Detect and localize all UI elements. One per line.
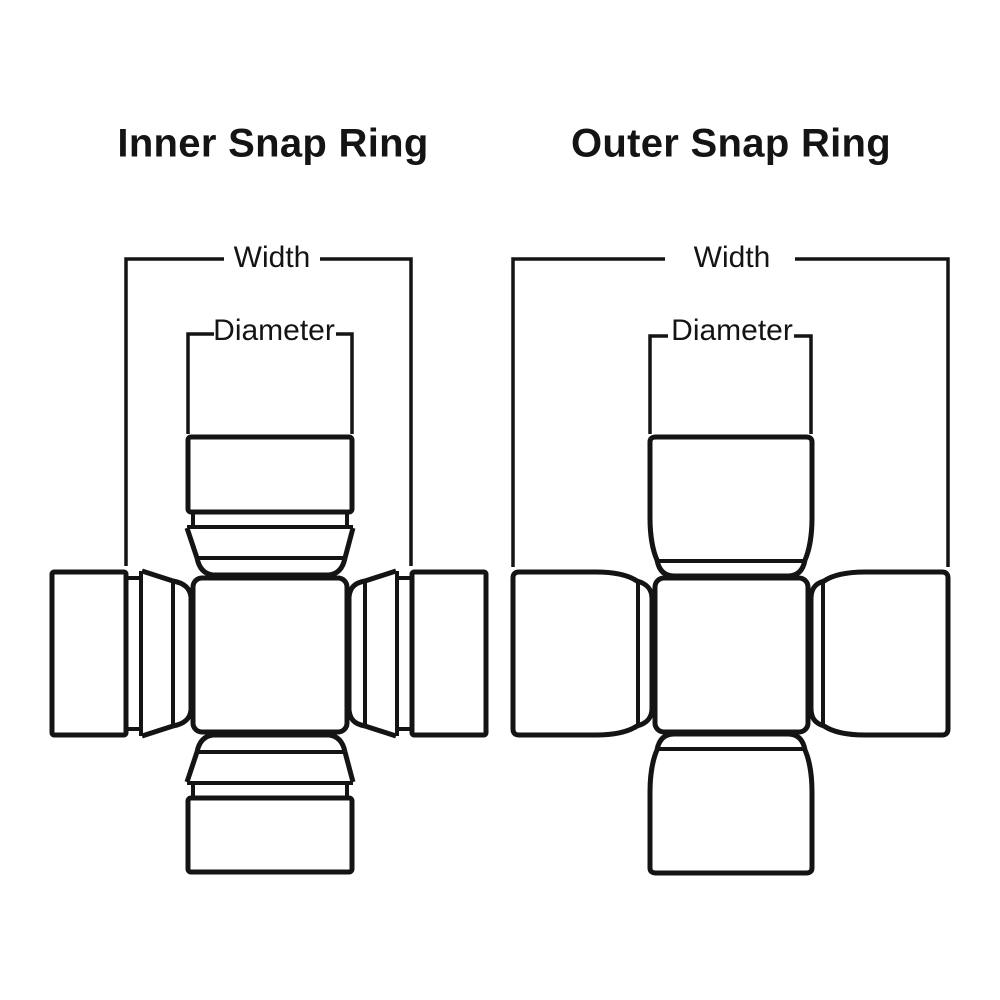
inner-width-bracket-right: [320, 257, 413, 566]
inner-bearing-cap-bottom: [184, 732, 356, 875]
snap-ring-groove: [191, 783, 349, 798]
outer-width-bracket: [511, 257, 950, 567]
outer-diameter-bracket: [648, 334, 813, 434]
cap-taper-sides: [184, 751, 356, 783]
outer-bearing-cap-left: [510, 569, 655, 738]
inner-snap-ring-title: Inner Snap Ring: [117, 121, 429, 166]
inner-diameter-bracket-right: [336, 332, 354, 434]
outer-snap-ring-figure: [510, 257, 951, 876]
inner-diameter-bracket: [186, 332, 354, 434]
snap-ring-groove: [397, 576, 412, 731]
inner-snap-ring-figure: [49, 257, 489, 875]
cap-outline: [647, 731, 815, 876]
outer-bearing-cap-right: [808, 569, 951, 738]
cap-body: [49, 569, 129, 738]
outer-bearing-cap-top: [647, 434, 815, 579]
cap-body: [409, 569, 489, 738]
inner-width-bracket-left: [124, 257, 224, 566]
outer-width-bracket-right: [795, 257, 950, 567]
cap-seal-nose: [346, 578, 366, 729]
inner-diameter-label: Diameter: [213, 314, 335, 347]
snap-ring-groove: [191, 512, 349, 527]
outer-bearing-cap-bottom: [647, 731, 815, 876]
inner-bearing-cap-top: [184, 434, 356, 578]
cap-taper-sides: [141, 568, 174, 739]
cap-seal-nose: [194, 557, 348, 578]
cap-seal-nose: [172, 578, 194, 729]
inner-width-bracket: [124, 257, 413, 566]
cap-body: [185, 434, 355, 515]
snap-ring-groove: [126, 576, 141, 731]
outer-diameter-bracket-right: [794, 334, 813, 434]
outer-snap-ring-title: Outer Snap Ring: [570, 121, 892, 166]
inner-diameter-bracket-left: [186, 332, 214, 434]
inner-bearing-cap-right: [346, 568, 489, 739]
outer-diameter-bracket-left: [648, 334, 668, 434]
cap-body: [185, 795, 355, 875]
outer-cross-body: [652, 575, 811, 735]
inner-width-label: Width: [233, 241, 311, 274]
cap-outline: [808, 569, 951, 738]
cap-taper-sides: [184, 527, 356, 559]
cap-outline: [647, 434, 815, 579]
outer-width-label: Width: [693, 241, 771, 274]
outer-diameter-label: Diameter: [671, 314, 793, 347]
inner-bearing-cap-left: [49, 568, 194, 739]
outer-width-bracket-left: [511, 257, 665, 567]
cap-outline: [510, 569, 655, 738]
cap-taper-sides: [364, 568, 397, 739]
cap-seal-nose: [194, 732, 348, 753]
inner-cross-body: [190, 575, 350, 735]
